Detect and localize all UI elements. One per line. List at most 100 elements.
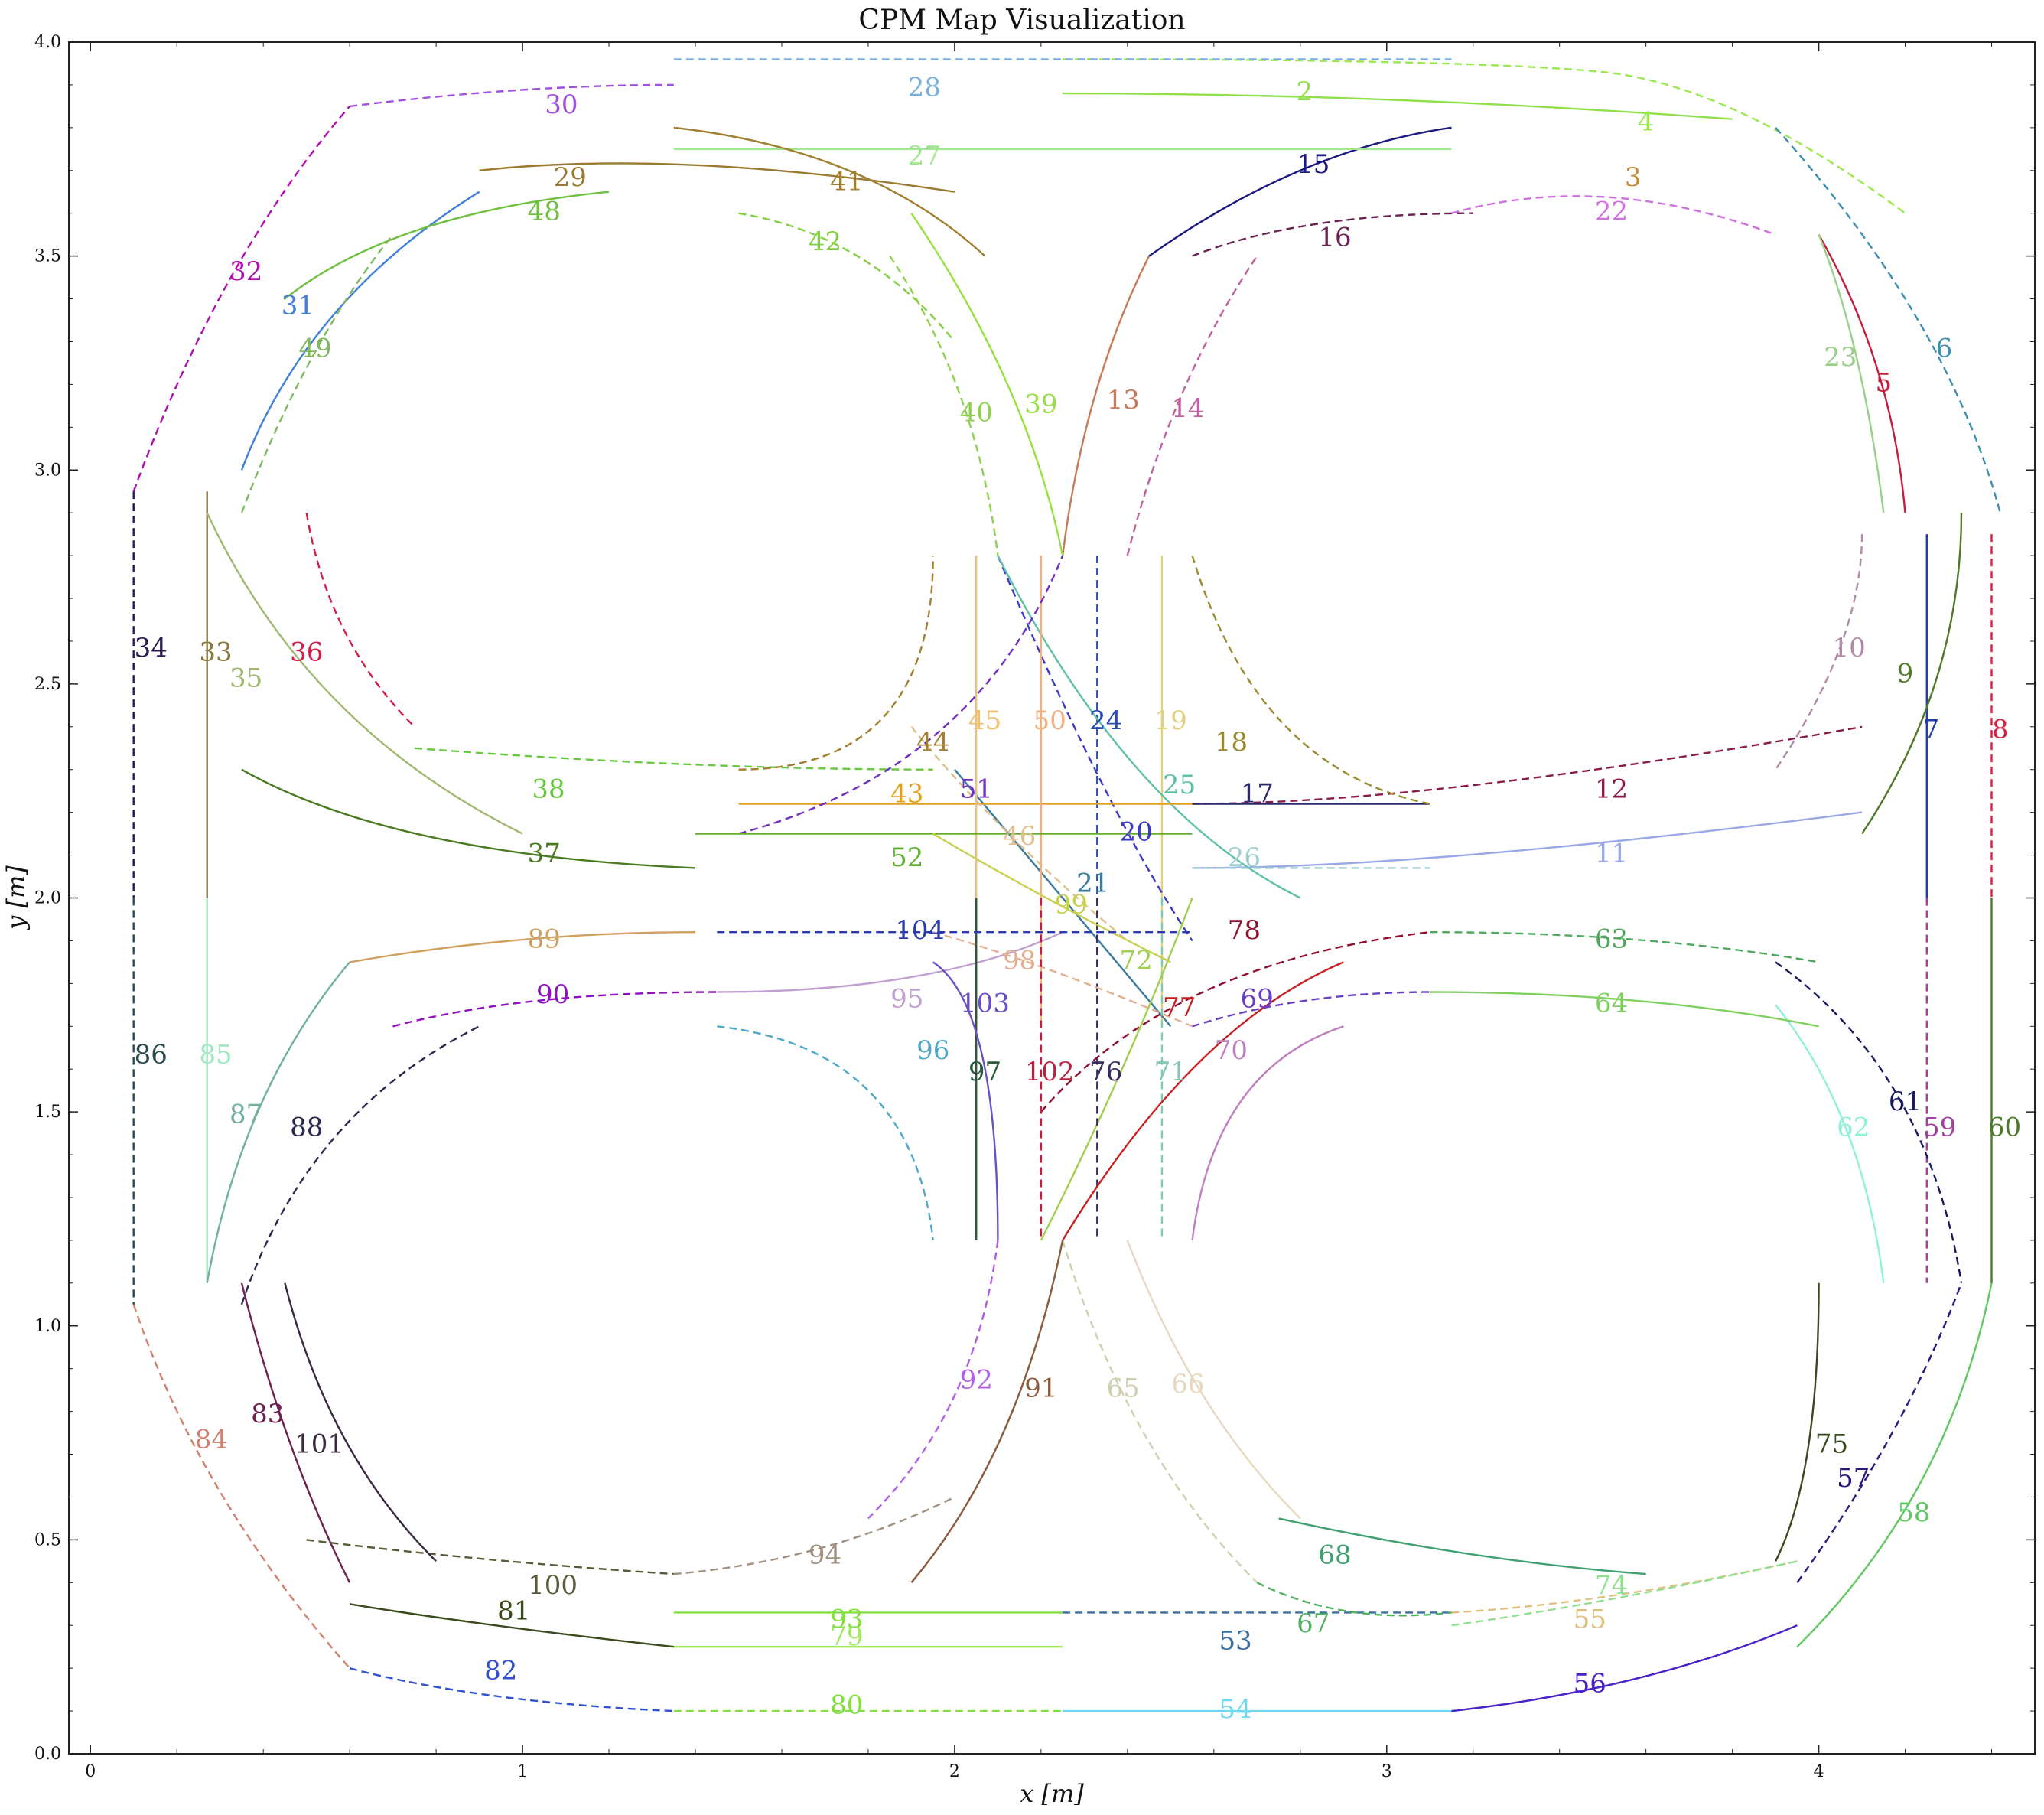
lane-label-21: 21: [1076, 868, 1109, 899]
lane-label-42: 42: [809, 226, 841, 257]
lane-label-68: 68: [1318, 1540, 1351, 1571]
lane-path-5: [1818, 234, 1906, 513]
lane-label-20: 20: [1119, 817, 1152, 848]
lane-path-6: [1775, 126, 2001, 513]
lane-label-52: 52: [890, 842, 923, 873]
lane-path-41: [673, 126, 986, 257]
lane-label-49: 49: [298, 334, 331, 364]
lane-label-72: 72: [1119, 945, 1152, 976]
lane-path-92: [867, 1240, 999, 1520]
lane-path-30: [349, 83, 674, 108]
lane-path-72: [1040, 898, 1193, 1241]
lane-label-65: 65: [1107, 1373, 1140, 1404]
lane-path-12: [1192, 725, 1863, 805]
lane-label-79: 79: [830, 1621, 863, 1652]
x-tick-label: 4: [1814, 1762, 1824, 1781]
lane-path-101: [284, 1282, 437, 1562]
lane-path-88: [240, 1025, 480, 1305]
lane-path-16: [1192, 212, 1473, 257]
lane-path-36: [305, 513, 415, 728]
lane-label-37: 37: [528, 839, 561, 869]
lane-label-50: 50: [1033, 705, 1066, 736]
lane-label-40: 40: [960, 398, 993, 428]
lane-path-46: [910, 726, 1128, 942]
lane-label-48: 48: [528, 197, 561, 227]
y-axis-label: y [m]: [2, 865, 31, 931]
x-tick-label: 2: [949, 1762, 960, 1781]
lane-label-86: 86: [135, 1039, 168, 1070]
y-tick-label: 4.0: [34, 33, 61, 52]
lane-path-23: [1818, 234, 1885, 513]
lane-label-88: 88: [290, 1113, 323, 1143]
lane-path-25: [997, 555, 1301, 899]
lane-label-2: 2: [1297, 77, 1313, 107]
lane-path-91: [910, 1240, 1064, 1584]
lane-path-42: [738, 212, 955, 343]
lane-label-15: 15: [1297, 149, 1330, 180]
lane-path-77: [1062, 961, 1344, 1241]
lane-path-61: [1775, 961, 1963, 1283]
lane-label-34: 34: [135, 633, 168, 663]
lane-label-91: 91: [1024, 1373, 1057, 1404]
lane-label-77: 77: [1163, 992, 1196, 1023]
lane-path-75: [1775, 1282, 1820, 1562]
lane-label-53: 53: [1219, 1626, 1251, 1657]
y-tick-label: 1.0: [34, 1317, 61, 1336]
lane-path-32: [132, 106, 351, 492]
lane-label-24: 24: [1089, 705, 1122, 736]
lane-label-28: 28: [908, 73, 941, 103]
lane-label-71: 71: [1154, 1057, 1187, 1087]
lane-path-37: [241, 768, 696, 869]
y-tick-label: 0.0: [34, 1745, 61, 1764]
lane-label-76: 76: [1089, 1057, 1122, 1087]
lane-label-61: 61: [1889, 1087, 1922, 1117]
lane-label-70: 70: [1215, 1035, 1248, 1066]
lane-path-39: [910, 213, 1064, 556]
lane-label-8: 8: [1992, 714, 2009, 745]
y-tick-label: 2.0: [34, 889, 61, 908]
lane-label-84: 84: [195, 1425, 228, 1455]
lane-label-92: 92: [960, 1365, 993, 1396]
lane-label-5: 5: [1875, 367, 1892, 398]
lane-label-99: 99: [1055, 890, 1088, 921]
lane-label-12: 12: [1595, 774, 1628, 805]
lane-path-13: [1061, 256, 1151, 556]
lane-label-74: 74: [1595, 1570, 1628, 1601]
lane-path-90: [392, 991, 718, 1028]
lane-label-4: 4: [1638, 106, 1655, 137]
lane-label-29: 29: [554, 162, 587, 193]
lane-label-55: 55: [1574, 1605, 1606, 1635]
y-tick-label: 0.5: [34, 1530, 61, 1549]
y-tick-label: 3.0: [34, 461, 61, 480]
lane-label-82: 82: [484, 1656, 517, 1686]
lane-path-14: [1126, 255, 1258, 556]
lane-path-68: [1278, 1517, 1646, 1575]
lane-path-48: [284, 191, 610, 300]
lane-label-83: 83: [251, 1399, 284, 1429]
lane-label-7: 7: [1923, 714, 1940, 745]
y-tick-label: 3.5: [34, 247, 61, 266]
lane-label-27: 27: [908, 141, 941, 171]
x-tick-label: 0: [85, 1762, 96, 1781]
lane-path-95: [717, 931, 1063, 993]
lane-path-56: [1451, 1624, 1798, 1712]
lane-label-80: 80: [830, 1690, 863, 1721]
lane-label-11: 11: [1595, 839, 1628, 869]
lane-label-56: 56: [1574, 1669, 1606, 1699]
y-tick-label: 1.5: [34, 1103, 61, 1122]
lane-label-67: 67: [1297, 1608, 1330, 1639]
lane-path-87: [206, 961, 351, 1284]
lane-path-38: [414, 747, 933, 771]
lane-path-64: [1430, 991, 1819, 1028]
lane-path-10: [1775, 534, 1863, 771]
lane-label-43: 43: [890, 778, 923, 809]
lane-label-89: 89: [528, 924, 561, 954]
lane-label-39: 39: [1024, 389, 1057, 419]
lane-label-3: 3: [1625, 162, 1642, 193]
lane-path-31: [240, 191, 480, 471]
lane-path-67: [1256, 1582, 1452, 1617]
y-axis: 0.00.51.01.52.02.53.03.54.0: [34, 33, 2035, 1764]
x-tick-label: 3: [1382, 1762, 1392, 1781]
